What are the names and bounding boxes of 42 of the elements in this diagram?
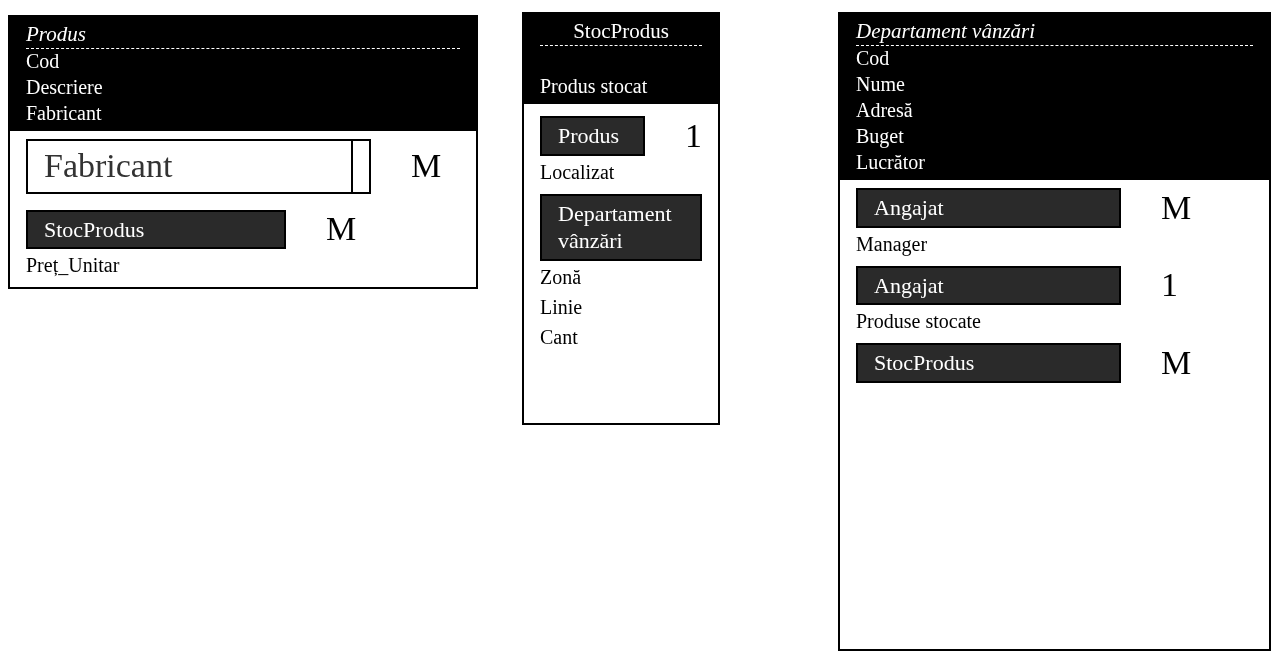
class-reference-box bbox=[856, 265, 1121, 305]
attribute-label: Cod bbox=[856, 47, 890, 69]
attribute-label: Fabricant bbox=[26, 102, 102, 124]
attribute-label: Buget bbox=[856, 125, 904, 147]
class-panel bbox=[838, 12, 1271, 651]
class-name: StocProdus bbox=[44, 215, 145, 243]
multiplicity: M bbox=[1161, 190, 1192, 225]
attribute-label: Manager bbox=[856, 232, 928, 255]
attribute-label: Cod bbox=[26, 50, 60, 72]
attribute-label: Produs stocat bbox=[540, 75, 648, 97]
class-reference-box bbox=[540, 116, 645, 156]
attribute-label: Linie bbox=[540, 295, 583, 318]
class-title: Departament vânzări bbox=[856, 19, 1036, 43]
attribute-label: Preț_Unitar bbox=[26, 254, 120, 276]
class-title: StocProdus bbox=[573, 19, 669, 43]
class-reference-box bbox=[540, 193, 702, 261]
class-panel bbox=[522, 12, 720, 425]
class-name: Angajat bbox=[874, 194, 944, 222]
class-title: Produs bbox=[26, 22, 86, 46]
multiplicity: M bbox=[326, 212, 357, 247]
attribute-label: Adresă bbox=[856, 99, 913, 121]
attribute-label: Produse stocate bbox=[856, 310, 981, 332]
class-name: Angajat bbox=[874, 271, 944, 299]
class-reference-box bbox=[26, 139, 371, 194]
class-name: StocProdus bbox=[874, 349, 975, 377]
class-name: Departament vânzări bbox=[558, 199, 673, 255]
class-name: Produs bbox=[558, 122, 620, 150]
multiplicity: M bbox=[1161, 345, 1192, 380]
attribute-label: Descriere bbox=[26, 76, 103, 98]
attribute-label: Nume bbox=[856, 73, 905, 95]
multiplicity: 1 bbox=[685, 118, 702, 153]
class-reference-box bbox=[26, 209, 286, 249]
attribute-label: Zonă bbox=[540, 265, 582, 288]
class-reference-box bbox=[856, 188, 1121, 228]
multiplicity: M bbox=[411, 149, 442, 184]
attribute-label: Cant bbox=[540, 325, 578, 348]
multiplicity: 1 bbox=[1161, 268, 1178, 303]
class-reference-box bbox=[856, 343, 1121, 383]
class-panel bbox=[8, 15, 478, 289]
attribute-label: Lucrător bbox=[856, 151, 925, 173]
class-name: Fabricant bbox=[44, 146, 173, 186]
attribute-label: Localizat bbox=[540, 160, 615, 183]
